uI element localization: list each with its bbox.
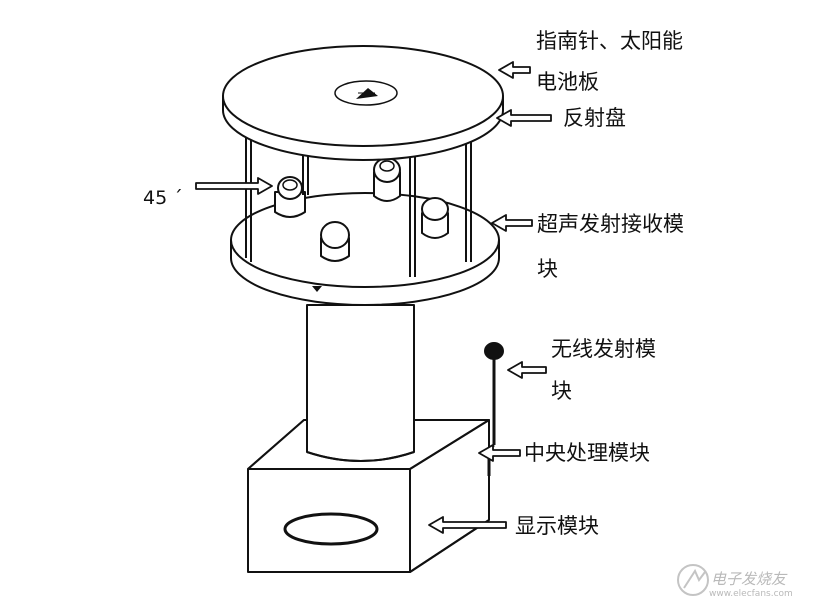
watermark-text: 电子发烧友 bbox=[711, 570, 787, 588]
sensor-back-left bbox=[274, 176, 306, 218]
label-ultrasonic-line2: 块 bbox=[537, 257, 558, 281]
arrow-wireless bbox=[507, 361, 547, 379]
label-compass-solar-line1: 指南针、太阳能 bbox=[536, 29, 683, 53]
support-rods bbox=[245, 138, 472, 277]
sensor-front-right bbox=[421, 197, 449, 239]
sensor-back-center bbox=[373, 157, 401, 202]
label-ultrasonic-line1: 超声发射接收模 bbox=[537, 212, 684, 236]
arrow-display bbox=[428, 516, 507, 534]
label-display: 显示模块 bbox=[515, 514, 599, 538]
watermark-url: www.elecfans.com bbox=[709, 589, 793, 599]
arrow-ultrasonic bbox=[491, 214, 533, 232]
orientation-marker bbox=[312, 286, 322, 292]
watermark-logo bbox=[677, 564, 709, 596]
arrow-compass-solar bbox=[498, 61, 531, 79]
reflector-disc bbox=[222, 45, 504, 161]
ultrasonic-disc bbox=[230, 192, 500, 306]
sensor-front-center bbox=[320, 221, 350, 262]
label-compass-solar-line2: 电池板 bbox=[536, 70, 599, 94]
label-angle-45: 45 ˊ bbox=[143, 187, 183, 209]
arrow-reflector bbox=[496, 109, 552, 127]
display-screen-ellipse bbox=[283, 512, 379, 546]
label-cpu: 中央处理模块 bbox=[524, 441, 650, 465]
ultrasonic-sensors bbox=[274, 157, 449, 262]
arrow-cpu bbox=[478, 444, 521, 462]
label-wireless-line1: 无线发射模 bbox=[551, 337, 656, 361]
arrow-sensor-45 bbox=[195, 177, 273, 195]
label-wireless-line2: 块 bbox=[551, 379, 572, 403]
label-reflector: 反射盘 bbox=[563, 106, 626, 130]
support-pole bbox=[306, 304, 415, 462]
